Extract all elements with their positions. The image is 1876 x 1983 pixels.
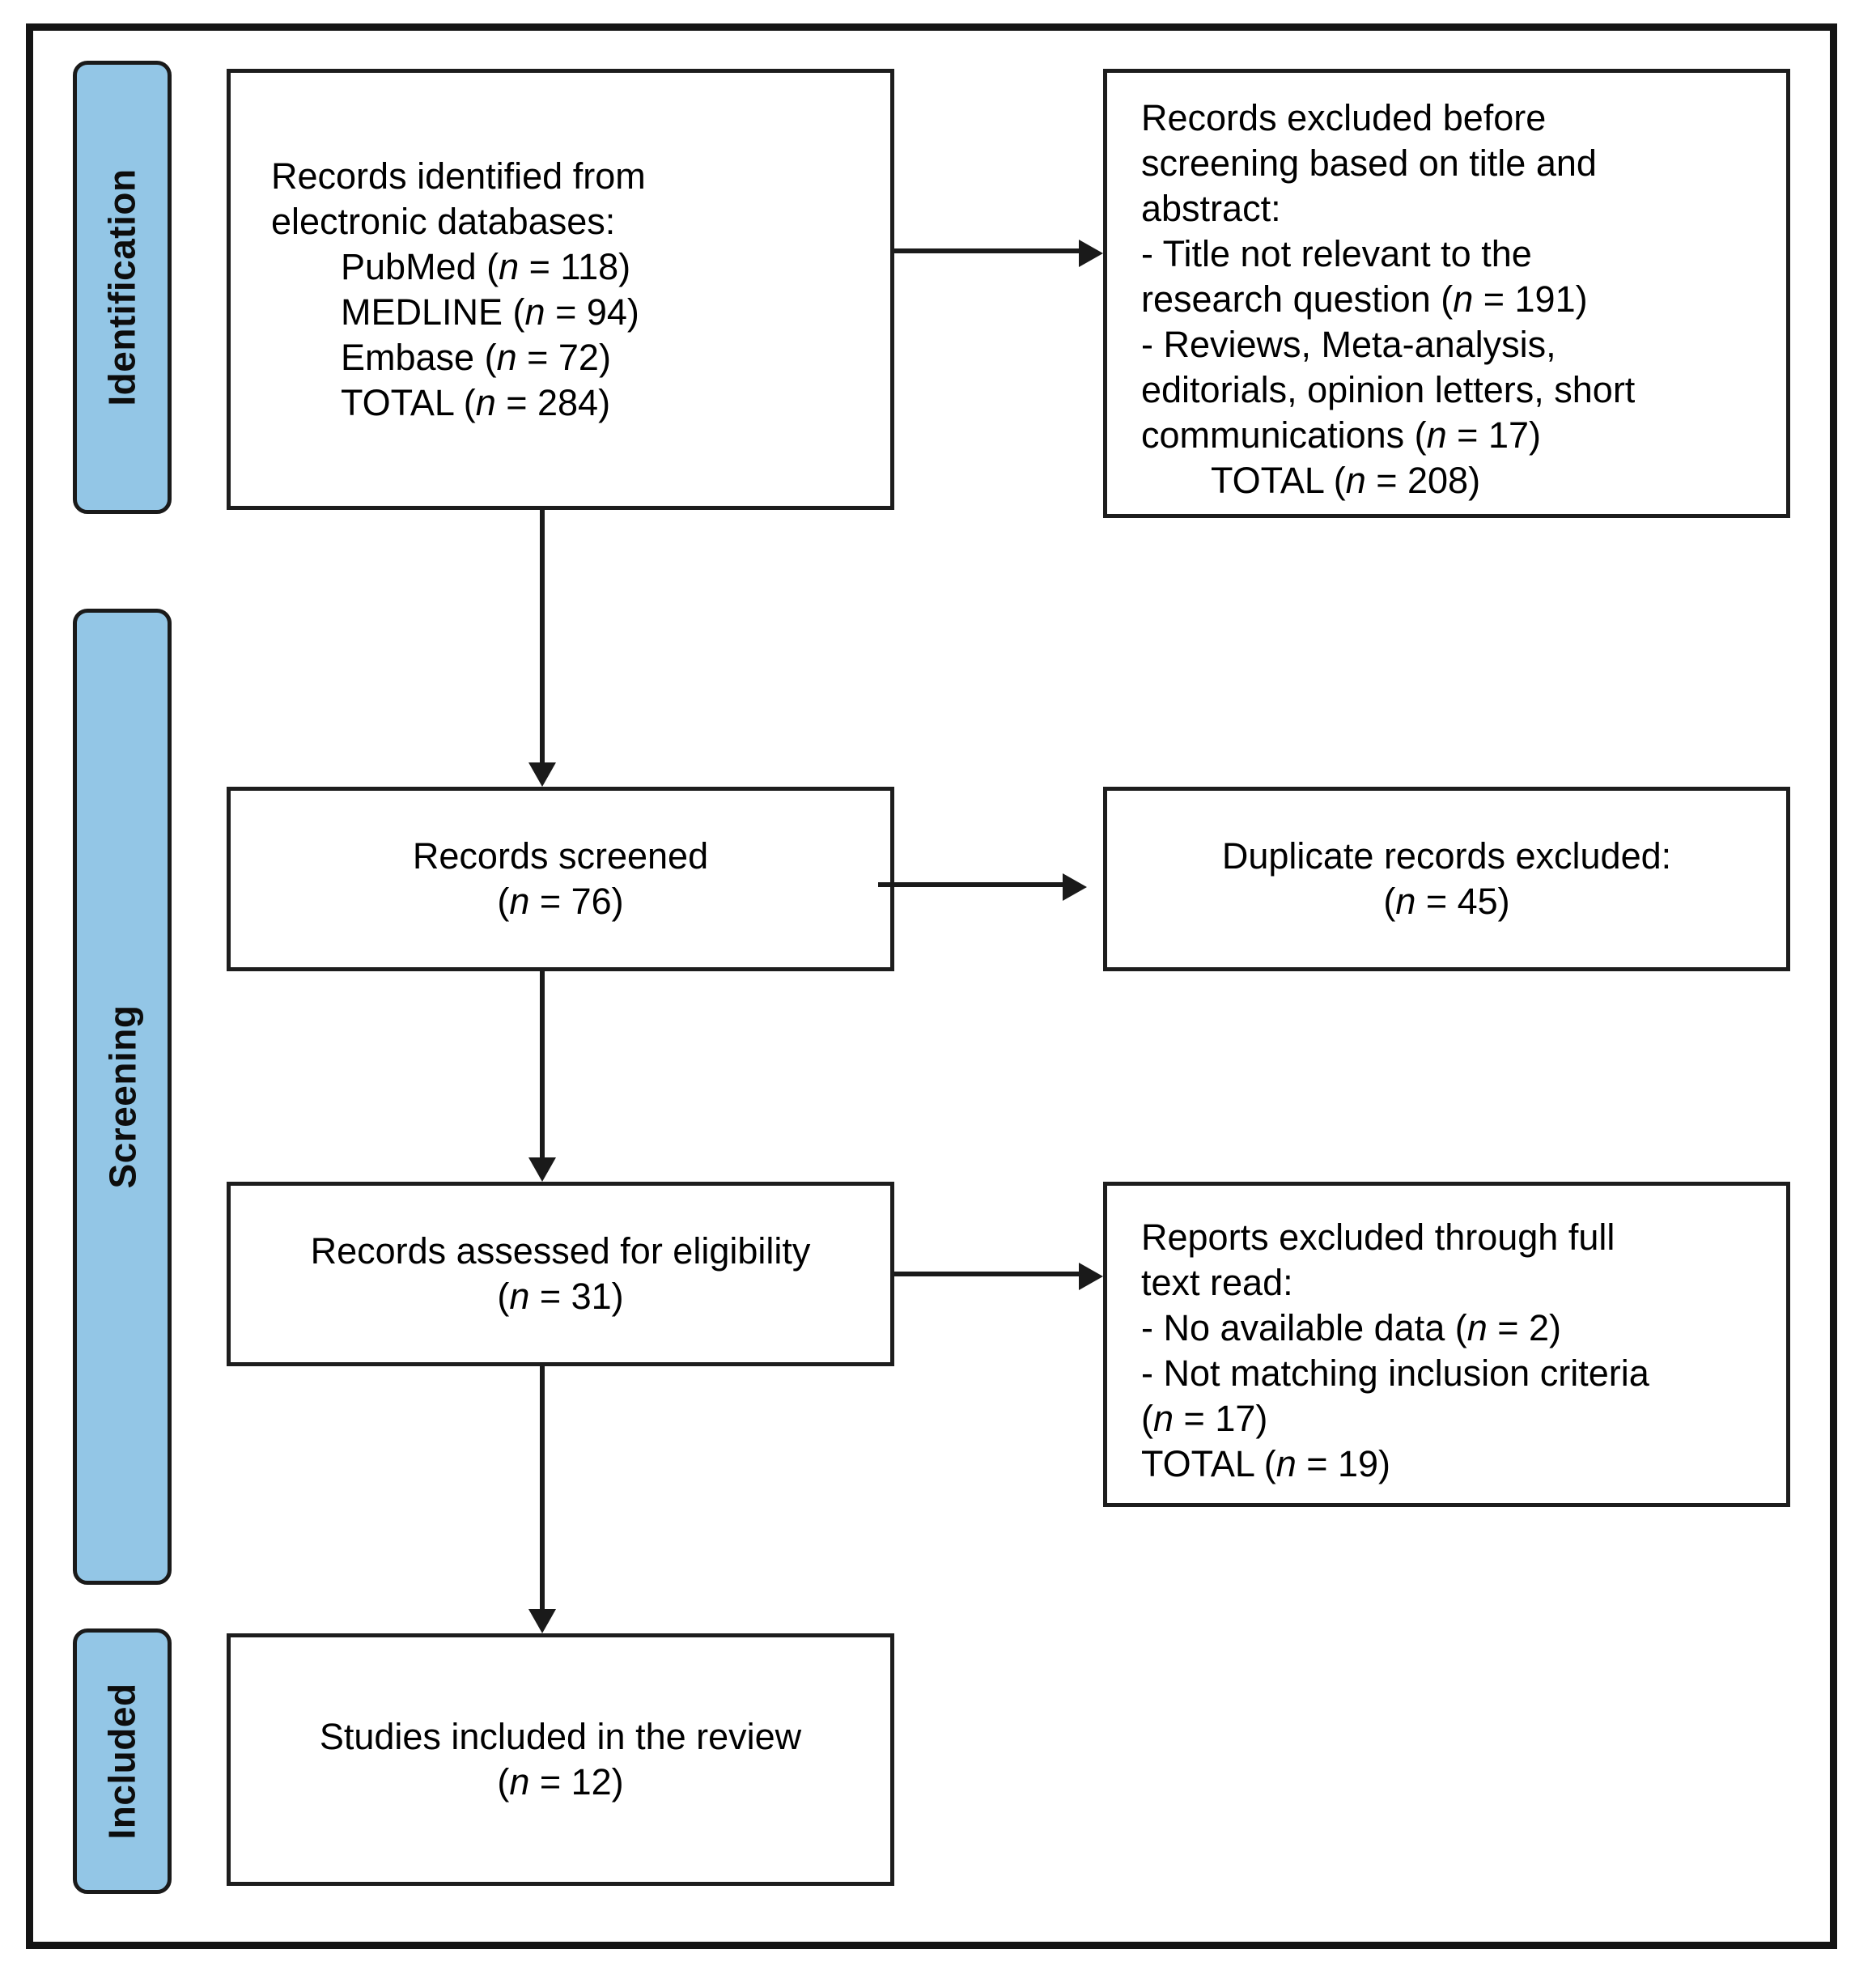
box-text-line: Reports excluded through full	[1141, 1217, 1615, 1258]
box-records-assessed-for-eligibility: Records assessed for eligibility (n = 31…	[227, 1182, 894, 1366]
arrow-line	[894, 1272, 1079, 1276]
box-text-line: (n = 76)	[497, 881, 624, 922]
box-text-line: communications (n = 17)	[1141, 414, 1541, 456]
diagram-outer-border	[26, 23, 1837, 1949]
arrow-line	[540, 1366, 545, 1609]
arrow-head-right	[1063, 873, 1087, 901]
arrow-line	[540, 510, 545, 764]
box-text-line: Records screened	[412, 835, 709, 877]
box-text-line: MEDLINE (n = 94)	[341, 291, 639, 333]
arrow-line	[878, 882, 1063, 887]
box-text-line: abstract:	[1141, 188, 1281, 229]
arrow-head-down	[528, 1157, 556, 1182]
box-text-line: - Title not relevant to the	[1141, 233, 1532, 274]
arrow-head-down	[528, 1609, 556, 1633]
box-text-line: electronic databases:	[271, 200, 616, 242]
stage-label-screening: Screening	[73, 609, 172, 1585]
box-text-line: (n = 17)	[1141, 1398, 1268, 1439]
arrow-line	[894, 248, 1079, 253]
box-text-line: - Not matching inclusion criteria	[1141, 1352, 1649, 1394]
arrow-head-down	[528, 762, 556, 787]
box-text-line: editorials, opinion letters, short	[1141, 369, 1636, 410]
box-text-line: Duplicate records excluded:	[1221, 835, 1672, 877]
stage-label-text: Screening	[101, 1004, 144, 1189]
box-text-line: - No available data (n = 2)	[1141, 1307, 1562, 1348]
box-text-line: Embase (n = 72)	[341, 336, 611, 378]
box-text-line: text read:	[1141, 1262, 1293, 1303]
box-text-line: screening based on title and	[1141, 142, 1597, 184]
box-text-line: research question (n = 191)	[1141, 278, 1588, 320]
box-text-line: (n = 45)	[1383, 881, 1510, 922]
box-text-line: TOTAL (n = 284)	[341, 381, 611, 423]
stage-label-included: Included	[73, 1628, 172, 1894]
stage-label-identification: Identification	[73, 61, 172, 514]
arrow-head-right	[1079, 240, 1103, 267]
arrow-head-right	[1079, 1263, 1103, 1290]
box-text-line: Records identified from	[271, 155, 646, 197]
box-text-line: Records excluded before	[1141, 97, 1547, 138]
box-records-identified: Records identified from electronic datab…	[227, 69, 894, 510]
box-text-line: PubMed (n = 118)	[341, 245, 631, 287]
box-text-line: Studies included in the review	[319, 1716, 802, 1757]
box-text-line: - Reviews, Meta-analysis,	[1141, 324, 1556, 365]
box-reports-excluded-full-text: Reports excluded through full text read:…	[1103, 1182, 1790, 1507]
stage-label-text: Included	[101, 1683, 143, 1840]
box-duplicate-records-excluded: Duplicate records excluded: (n = 45)	[1103, 787, 1790, 971]
stage-label-text: Identification	[101, 168, 144, 406]
box-text-line: TOTAL (n = 19)	[1141, 1443, 1391, 1484]
box-records-excluded-before-screening: Records excluded before screening based …	[1103, 69, 1790, 518]
box-studies-included: Studies included in the review (n = 12)	[227, 1633, 894, 1886]
arrow-line	[540, 971, 545, 1157]
box-text-line: TOTAL (n = 208)	[1211, 460, 1481, 501]
box-text-line: Records assessed for eligibility	[310, 1230, 811, 1272]
box-text-line: (n = 12)	[497, 1761, 624, 1803]
box-records-screened: Records screened (n = 76)	[227, 787, 894, 971]
box-text-line: (n = 31)	[497, 1276, 624, 1317]
